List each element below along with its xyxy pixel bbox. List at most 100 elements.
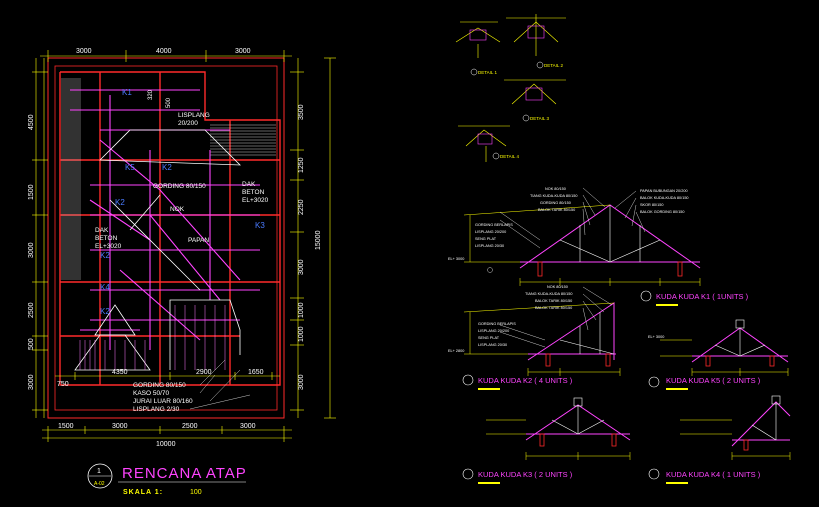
truss-k4: KUDA KUDA K4 ( 1 UNITS )	[648, 395, 791, 484]
label-dak-beton-1: DAK	[242, 181, 256, 188]
right-dim-4: 3000	[298, 259, 305, 275]
bottom2-dim-1: 1500	[58, 423, 74, 430]
roof-framing-white	[74, 129, 242, 371]
title-circle	[87, 463, 113, 489]
bottom2-dim-2: 3000	[112, 423, 128, 430]
k1-left-1: GORDING BERLAPIS	[475, 223, 513, 227]
k1-left-2: LISPLANG 20/200	[475, 230, 506, 234]
truss-k2: NOK 80/150 TIANG KUDA-KUDA 80/150 BALOK …	[448, 285, 621, 390]
legend-leaders	[189, 359, 251, 410]
k2-note-1: NOK 80/150	[547, 285, 568, 289]
k1-note-1: NOK 80/150	[545, 187, 566, 191]
k1-left-3: SENG PLAT	[475, 237, 497, 241]
k5-title: KUDA KUDA K5 ( 2 UNITS )	[666, 376, 761, 385]
k1-note-2: TIANG KUDA-KUDA 80/150	[530, 194, 577, 198]
k1-note-right-2: BALOK KUDA-KUDA 80/150	[640, 196, 689, 200]
inner-dim-500: 500	[166, 97, 172, 108]
top-dimension-line	[40, 50, 292, 62]
label-dak-beton-2c: EL+3020	[95, 243, 122, 250]
left-dim-4: 2500	[28, 302, 35, 318]
plan-outer-frame	[47, 57, 285, 419]
title-circle-sheet: A-02	[94, 481, 105, 487]
tag-k2-b: K2	[115, 198, 125, 207]
label-dak-beton-2: DAK	[95, 227, 109, 234]
bottom-dimension-line-1	[55, 372, 280, 380]
right-dim-5: 1000	[298, 302, 305, 318]
detail-4-drawing	[458, 125, 510, 162]
k1-title: KUDA KUDA K1 ( 1UNITS )	[656, 292, 749, 301]
truss-k5: EL+ 3000 KUDA KUDA K5 ( 2 UNITS )	[648, 319, 789, 390]
detail-label-1: DETAIL 1	[478, 70, 498, 75]
left-dim-6: 3000	[28, 374, 35, 390]
plan-rafters	[79, 305, 226, 370]
k2-left-1: GORDING BERLAPIS	[478, 322, 516, 326]
roof-details: DETAIL 1 DETAIL 2 DETAIL 3 DETAIL 4	[455, 14, 566, 162]
top-dim-1: 3000	[76, 48, 92, 55]
right-dim-1: 3500	[298, 104, 305, 120]
detail-label-3: DETAIL 3	[530, 116, 550, 121]
bottom-dim-1: 4350	[112, 369, 128, 376]
k2-title: KUDA KUDA K2 ( 4 UNITS )	[478, 376, 573, 385]
label-nok: NOK	[170, 206, 185, 213]
tile-hatch-right	[210, 124, 276, 156]
bottom-dim-2: 2900	[196, 369, 212, 376]
truss-k3: KUDA KUDA K3 ( 2 UNITS )	[462, 397, 631, 484]
k5-elevation: EL+ 3000	[648, 335, 664, 339]
tag-k2-d: K2	[100, 307, 110, 316]
right-dim-2: 1250	[298, 157, 305, 173]
legend-gording: GORDING 80/150	[133, 382, 186, 389]
k2-elevation: EL+ 2800	[448, 349, 464, 353]
top-dim-2: 4000	[156, 48, 172, 55]
k3-title: KUDA KUDA K3 ( 2 UNITS )	[478, 470, 573, 479]
title-main: RENCANA ATAP	[122, 465, 247, 482]
k2-note-4: BALOK TARIK 80/150	[535, 306, 572, 310]
tag-k2-c: K2	[100, 251, 110, 260]
bottom-dimension-line-2	[42, 426, 292, 442]
label-dak-beton-1b: BETON	[242, 189, 265, 196]
left-dim-2: 1500	[28, 184, 35, 200]
label-dak-beton-1c: EL+3020	[242, 197, 269, 204]
truss-k1-title-block: KUDA KUDA K1 ( 1UNITS )	[640, 290, 749, 306]
label-lisplang: LISPLANG	[178, 112, 210, 119]
bottom2-dim-3: 2500	[182, 423, 198, 430]
tag-k3-a: K3	[255, 221, 265, 230]
tile-hatch-left	[61, 78, 81, 280]
title-circle-number: 1	[97, 468, 101, 475]
k1-note-right-3: SKOR 80/150	[640, 203, 663, 207]
detail-1-drawing	[455, 21, 501, 58]
top-dim-3: 3000	[235, 48, 251, 55]
plan-inner-frame	[54, 65, 278, 411]
right-dimension-line	[290, 57, 336, 419]
k4-title: KUDA KUDA K4 ( 1 UNITS )	[666, 470, 761, 479]
bottom-dim-total: 10000	[156, 441, 176, 448]
truss-k1: NOK 80/150 TIANG KUDA-KUDA 80/150 GORDIN…	[448, 187, 701, 286]
bottom2-dim-4: 3000	[240, 423, 256, 430]
bottom-dim-left: 750	[57, 381, 69, 388]
detail-2-drawing	[506, 14, 566, 56]
k1-note-3: GORDING 80/150	[540, 201, 571, 205]
legend-jurai: JURAI LUAR 80/160	[133, 398, 193, 405]
label-papan: PAPAN	[188, 237, 209, 244]
inner-dim-320: 320	[148, 89, 154, 100]
k2-note-3: BALOK TARIK 80/150	[535, 299, 572, 303]
left-dimension-line	[32, 58, 48, 418]
roof-framing	[70, 89, 260, 350]
k1-note-4: BALOK TARIK 80/150	[538, 208, 575, 212]
detail-3-drawing	[504, 79, 566, 105]
drawing-title: 1 A-02 RENCANA ATAP SKALA 1: 100	[87, 463, 247, 496]
k2-left-2: LISPLANG 20/200	[478, 329, 509, 333]
k1-note-right-4: BALOK GORDING 80/150	[640, 210, 685, 214]
k1-left-4: LISPLANG 20/30	[475, 244, 504, 248]
left-dim-5: 500	[28, 338, 35, 350]
tag-k5-a: K5	[125, 163, 135, 172]
label-dak-beton-2b: BETON	[95, 235, 118, 242]
k2-note-2: TIANG KUDA-KUDA 80/150	[525, 292, 572, 296]
detail-label-4: DETAIL 4	[500, 154, 520, 159]
k1-note-right-1: PAPAN BUBUNGAN 20/200	[640, 189, 688, 193]
label-gording: GORDING 80/150	[153, 183, 206, 190]
k1-elevation: EL+ 3000	[448, 257, 464, 261]
roof-plan: K1 K2 K5 K2 K3 K2 K4 K2 LISPLANG 20/200 …	[28, 48, 336, 448]
k2-left-3: SENG PLAT	[478, 336, 500, 340]
